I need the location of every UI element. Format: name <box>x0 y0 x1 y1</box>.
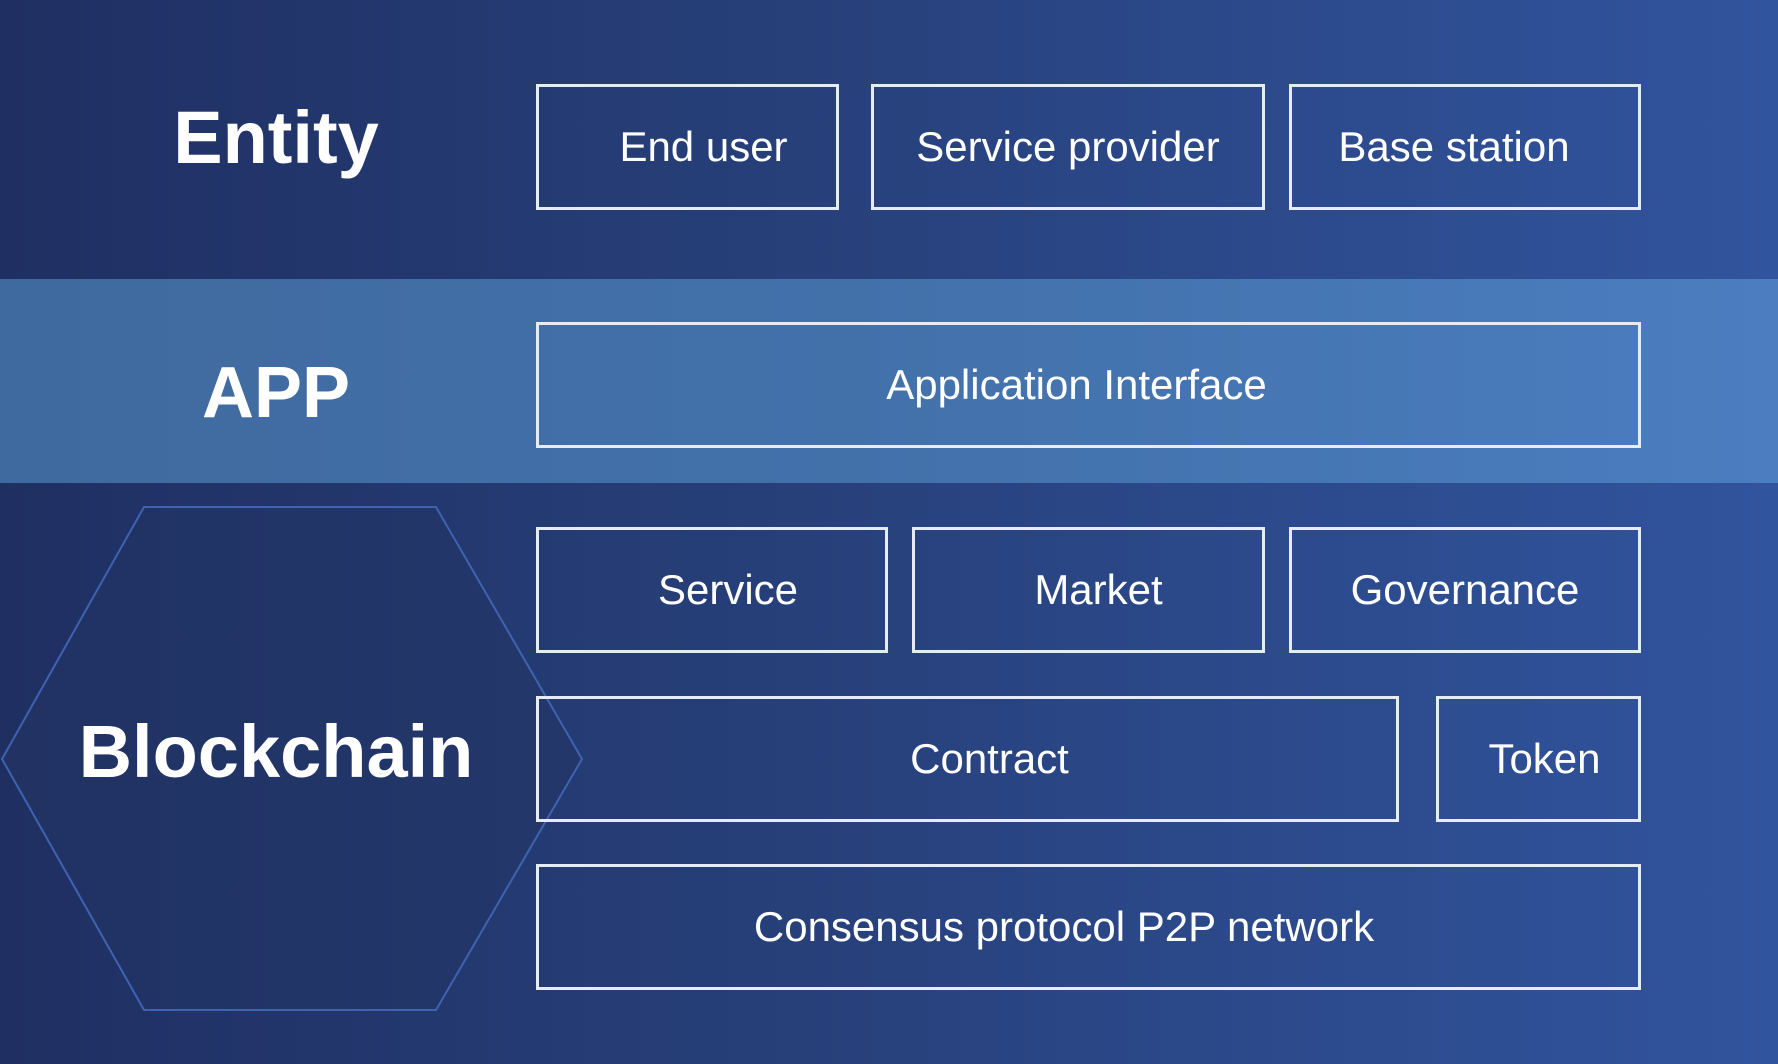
application-interface-box: Application Interface <box>536 322 1641 448</box>
governance-label: Governance <box>1350 566 1580 613</box>
base-station-label: Base station <box>1338 123 1570 170</box>
end-user-box: End user <box>536 84 839 210</box>
token-label: Token <box>1488 735 1601 782</box>
market-box: Market <box>912 527 1265 653</box>
blockchain-hexagon <box>0 506 584 1011</box>
token-box: Token <box>1436 696 1641 822</box>
application-interface-label: Application Interface <box>886 361 1267 408</box>
consensus-p2p-box: Consensus protocol P2P network <box>536 864 1641 990</box>
contract-label: Contract <box>910 735 1069 782</box>
service-label: Service <box>657 566 799 613</box>
entity-layer-title: Entity <box>173 96 379 179</box>
app-layer-title: APP <box>201 353 351 433</box>
service-provider-label: Service provider <box>916 123 1220 170</box>
service-box: Service <box>536 527 888 653</box>
blockchain-layer-title: Blockchain <box>78 710 474 793</box>
market-label: Market <box>1034 566 1163 613</box>
base-station-box: Base station <box>1289 84 1641 210</box>
contract-box: Contract <box>536 696 1399 822</box>
end-user-label: End user <box>619 123 788 170</box>
service-provider-box: Service provider <box>871 84 1265 210</box>
governance-box: Governance <box>1289 527 1641 653</box>
app-layer-band <box>0 279 1778 483</box>
consensus-p2p-label: Consensus protocol P2P network <box>753 903 1375 950</box>
